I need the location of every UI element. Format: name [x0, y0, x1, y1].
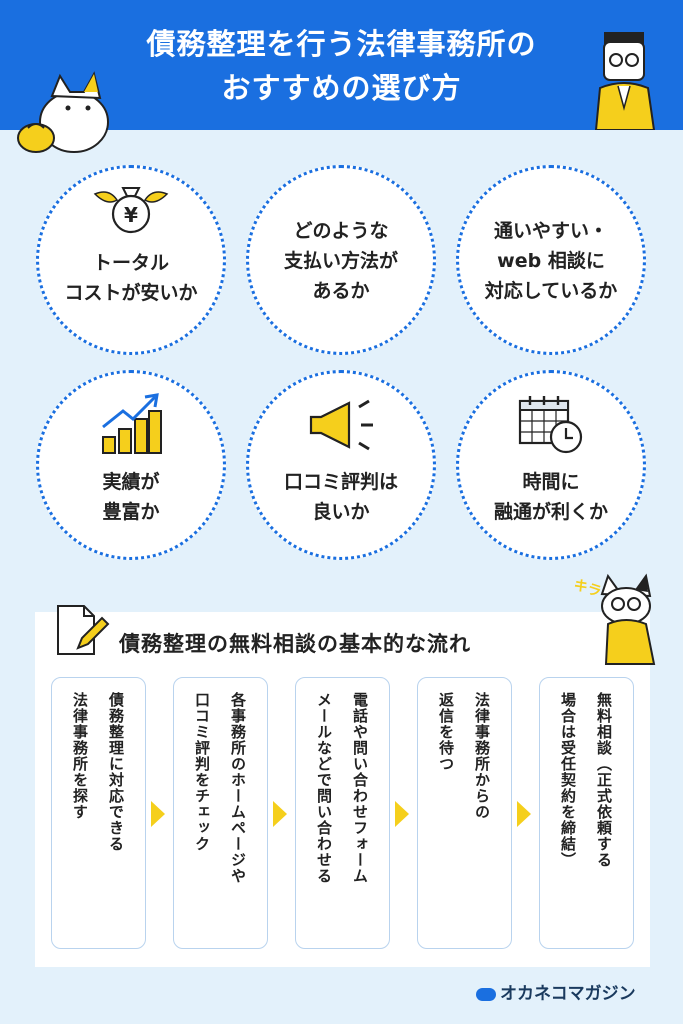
calendar-clock-icon	[518, 396, 583, 454]
criteria-circle-schedule: 時間に 融通が利くか	[456, 370, 646, 560]
criteria-track-line-1: 実績が	[102, 471, 160, 493]
flow-arrow-2	[273, 801, 287, 827]
brand-name: オカネコマガジン	[500, 984, 636, 1004]
criteria-circle-payment: どのような 支払い方法が あるか	[246, 165, 436, 355]
page-title: 債務整理を行う法律事務所の おすすめの選び方	[0, 22, 683, 110]
criteria-access-line-2: web 相談に	[497, 250, 605, 272]
flow-step-2: 各事務所のホームページや 口コミ評判をチェック	[173, 677, 268, 949]
flow-step-5: 無料相談（正式依頼する 場合は受任契約を締結）	[539, 677, 634, 949]
brand-mark-icon	[476, 987, 496, 1001]
document-pencil-icon	[57, 605, 110, 655]
flow-arrow-3	[395, 801, 409, 827]
criteria-cost-line-2: コストが安いか	[64, 282, 198, 304]
criteria-circle-access: 通いやすい・ web 相談に 対応しているか	[456, 165, 646, 355]
criteria-circle-cost: ¥ トータル コストが安いか	[36, 165, 226, 355]
flow-step-5-col1: 無料相談（正式依頼する	[595, 692, 613, 868]
flow-step-3-col1: 電話や問い合わせフォーム	[351, 692, 369, 884]
title-line-2: おすすめの選び方	[221, 71, 462, 105]
man-illustration-right	[594, 32, 656, 130]
flow-step-2-col1: 各事務所のホームページや	[229, 692, 247, 884]
money-bag-icon: ¥	[93, 187, 169, 234]
criteria-circle-reviews: 口コミ評判は 良いか	[246, 370, 436, 560]
cat-peeking-illustration	[600, 573, 656, 665]
bar-chart-icon	[102, 393, 162, 454]
criteria-cost-line-1: トータル	[92, 252, 169, 274]
criteria-payment-line-3: あるか	[312, 280, 370, 302]
flow-step-2-col2: 口コミ評判をチェック	[193, 692, 211, 852]
megaphone-icon	[309, 399, 373, 451]
criteria-reviews-line-1: 口コミ評判は	[283, 471, 398, 493]
svg-text:¥: ¥	[124, 203, 138, 227]
criteria-payment-line-1: どのような	[293, 220, 389, 242]
criteria-reviews-line-2: 良いか	[312, 501, 370, 523]
flow-step-4-col2: 返信を待つ	[437, 692, 455, 772]
flow-arrow-1	[151, 801, 165, 827]
flow-step-1: 債務整理に対応できる 法律事務所を探す	[51, 677, 146, 949]
flow-step-4-col1: 法律事務所からの	[473, 692, 491, 820]
flow-step-3-col2: メールなどで問い合わせる	[315, 692, 333, 884]
criteria-schedule-line-1: 時間に	[522, 471, 580, 493]
cat-illustration-left	[17, 71, 109, 153]
flow-step-3: 電話や問い合わせフォーム メールなどで問い合わせる	[295, 677, 390, 949]
brand-logo: オカネコマガジン	[476, 979, 636, 1004]
criteria-circle-track-record: 実績が 豊富か	[36, 370, 226, 560]
criteria-schedule-line-2: 融通が利くか	[493, 501, 608, 523]
flow-step-4: 法律事務所からの 返信を待つ	[417, 677, 512, 949]
flow-step-5-col2: 場合は受任契約を締結）	[559, 692, 577, 868]
criteria-access-line-3: 対応しているか	[484, 280, 618, 302]
criteria-track-line-2: 豊富か	[102, 501, 160, 523]
flow-arrow-4	[517, 801, 531, 827]
criteria-access-line-1: 通いやすい・	[493, 220, 608, 242]
title-line-1: 債務整理を行う法律事務所の	[146, 27, 537, 61]
flow-title: 債務整理の無料相談の基本的な流れ	[119, 632, 471, 656]
criteria-payment-line-2: 支払い方法が	[283, 250, 398, 272]
header-banner	[0, 0, 683, 130]
flow-step-1-col1: 債務整理に対応できる	[107, 692, 125, 852]
flow-step-1-col2: 法律事務所を探す	[71, 692, 89, 820]
